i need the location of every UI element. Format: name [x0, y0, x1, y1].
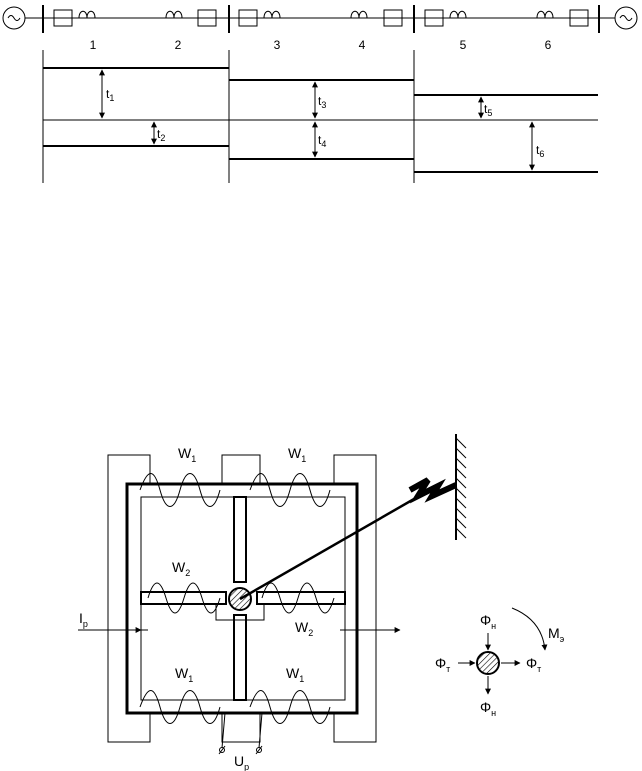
terminal	[256, 747, 262, 753]
t6-label: t6	[536, 143, 544, 159]
relay-magnetic-system: W1 W1 W2 W2 W1 W1 Iр Uр	[78, 434, 467, 771]
contact-spring	[408, 477, 458, 504]
relay-number: 1	[90, 38, 97, 52]
pole-bottom	[233, 614, 247, 701]
w2-label: W2	[295, 619, 313, 638]
network-diagram: 1 2 3 4 5 6	[2, 5, 638, 52]
relay-number: 6	[545, 38, 552, 52]
t1-label: t1	[106, 87, 114, 103]
current-label: Iр	[79, 610, 88, 629]
phi-n-label: Φн	[480, 699, 496, 718]
t5-label: t5	[484, 102, 492, 118]
relay-number: 4	[359, 38, 366, 52]
w2-label: W2	[172, 559, 190, 578]
main-core	[125, 482, 359, 715]
w1-label: W1	[286, 665, 304, 684]
phi-t-label: Φт	[526, 655, 541, 674]
winding-w1-bottom-left	[139, 690, 221, 724]
winding-w1-top-right	[249, 473, 331, 507]
w1-label: W1	[288, 445, 306, 464]
moment-arrow	[511, 607, 548, 651]
w1-label: W1	[178, 445, 196, 464]
generator-right	[614, 6, 638, 30]
voltage-label: Uр	[234, 753, 249, 771]
relay-number: 3	[274, 38, 281, 52]
relay-number: 5	[460, 38, 467, 52]
relay-set-5	[424, 9, 467, 27]
phi-n-label: Φн	[480, 612, 496, 631]
voltage-lead	[258, 712, 263, 749]
winding-w2-right	[261, 582, 335, 614]
pole-right	[256, 591, 346, 605]
rotor-cross-section	[476, 651, 500, 675]
generator-left	[2, 6, 26, 30]
terminal	[219, 747, 225, 753]
pole-step	[215, 604, 265, 621]
wall-hatching	[455, 437, 467, 539]
contact-arm	[239, 497, 415, 601]
winding-w1-top-left	[139, 473, 221, 507]
w1-label: W1	[175, 665, 193, 684]
moment-label: Mэ	[548, 625, 565, 644]
relay-set-4	[350, 9, 403, 27]
t2-label: t2	[157, 127, 165, 143]
relay-number: 2	[175, 38, 182, 52]
pole-top	[233, 496, 247, 583]
relay-set-6	[536, 9, 589, 27]
relay-set-1	[53, 9, 96, 27]
winding-w2-left	[147, 582, 221, 614]
t4-label: t4	[318, 133, 326, 149]
winding-w1-bottom-right	[249, 690, 331, 724]
phi-t-label: Φт	[435, 655, 450, 674]
force-diagram: Φн Φн Φт Φт Mэ	[435, 607, 565, 718]
relay-set-2	[165, 9, 217, 27]
voltage-lead	[221, 712, 226, 749]
relay-set-3	[238, 9, 281, 27]
t3-label: t3	[318, 94, 326, 110]
time-grading-chart: t1 t2 t3 t4 t5 t6	[42, 50, 598, 183]
